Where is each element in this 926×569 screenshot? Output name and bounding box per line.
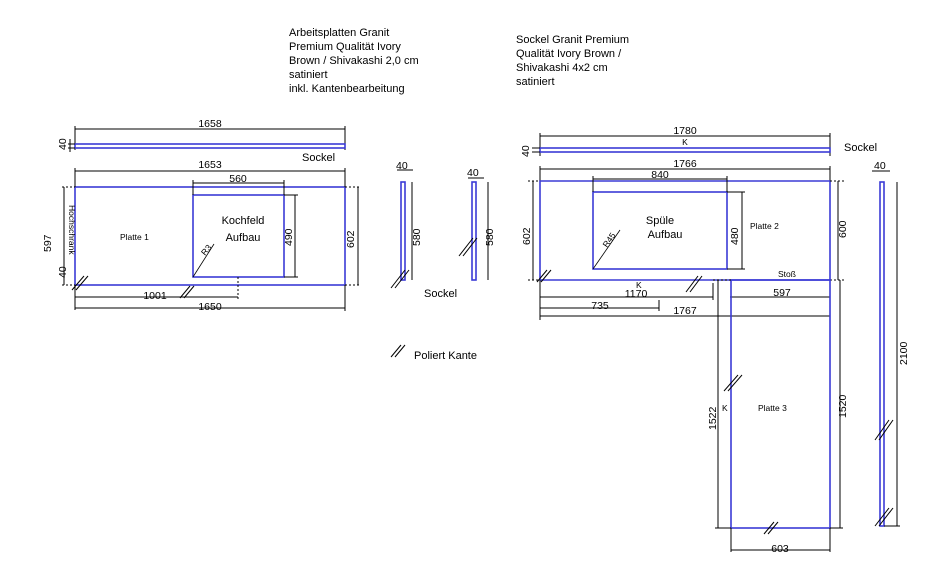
platte-2-outline [539,180,831,281]
right-top-depth: 40 [520,145,532,157]
p3-right: 1520 [837,394,849,418]
plinth-note: Sockel Granit Premium Qualität Ivory Bro… [516,34,629,88]
left-depth: 597 [42,234,54,252]
platte-2-label: Platte 2 [750,221,779,231]
plinth-note-line: satiniert [516,76,555,88]
joint-label: Stoß [778,269,796,279]
cutout-depth: 490 [283,228,295,246]
worktop-note-line: satiniert [289,69,328,81]
spuele-cutout [592,191,728,270]
left-main-length: 1653 [198,159,222,171]
piece-b-width: 40 [467,167,479,179]
piece-b-height: 580 [484,228,496,246]
tall-plinth-piece [879,181,885,527]
bottom-a: 1170 [625,288,648,300]
p3-left: 1522 [707,406,719,430]
platte-3-label: Platte 3 [758,403,787,413]
bottom-c: 735 [591,300,609,312]
polished-edge-legend: Poliert Kante [390,344,477,362]
plinth-note-line: Shivakashi 4x2 cm [516,62,608,74]
right-radius-label: R45 [600,230,617,249]
tall-width: 40 [874,160,886,172]
right-sockel-label: Sockel [844,142,877,154]
plinth-note-line: Sockel Granit Premium [516,34,629,46]
platte-3-outline [730,279,831,529]
worktop-note: Arbeitsplatten Granit Premium Qualität I… [289,27,419,95]
left-top-length: 1658 [198,118,222,130]
cutout-label: Aufbau [226,232,261,244]
right-right-depth: 600 [837,220,849,238]
right-main-length: 1766 [673,158,697,170]
bottom-offset: 1001 [143,290,167,302]
plinth-piece-b [471,181,477,281]
right-cutout-width: 840 [651,169,669,181]
k-top-label: K [682,137,688,147]
cutout-width: 560 [229,173,247,185]
polished-edge-label: Poliert Kante [414,350,477,362]
polished-edge-mark [179,285,195,299]
worktop-note-line: Premium Qualität Ivory [289,41,401,53]
right-plan: 1780 K 40 Sockel 1766 602 600 Platte 2 8… [520,125,910,555]
left-plinth-strip: 1658 40 Sockel [57,118,346,164]
left-small-depth: 40 [57,266,69,278]
polished-edge-mark [71,275,89,291]
k-p3-label: K [722,403,728,413]
k-bottom-label: K [636,280,642,290]
platte-1-outline [74,186,346,286]
worktop-note-line: inkl. Kantenbearbeitung [289,83,405,95]
radius-label: R3 [199,242,214,257]
left-top-depth: 40 [57,138,69,150]
right-plinth-strip [539,147,831,153]
bottom-length: 1650 [198,301,222,313]
right-left-depth: 602 [521,227,533,245]
right-top-length: 1780 [673,125,697,137]
spuele-label: Aufbau [648,229,683,241]
left-right-depth: 602 [345,230,357,248]
bottom-b: 597 [773,287,791,299]
middle-plinth-pieces: 40 580 40 580 Sockel [390,160,496,300]
plinth-piece-a [400,181,406,281]
piece-a-width: 40 [396,160,408,172]
worktop-note-line: Brown / Shivakashi 2,0 cm [289,55,419,67]
platte-1-label: Platte 1 [120,232,149,242]
cutout-label: Kochfeld [222,215,265,227]
plinth-note-line: Qualität Ivory Brown / [516,48,622,60]
middle-sockel-label: Sockel [424,288,457,300]
hochschrank-label: Hochschrank [67,205,77,255]
spuele-label: Spüle [646,215,674,227]
right-cutout-depth: 480 [729,227,741,245]
left-sockel-label: Sockel [302,152,335,164]
bottom-d: 1767 [673,305,697,317]
tall-height: 2100 [898,341,910,365]
p3-bottom: 603 [771,543,789,555]
piece-a-height: 580 [411,228,423,246]
left-plan: 1658 40 Sockel 1653 597 40 Hochschrank 6… [42,118,360,313]
worktop-note-line: Arbeitsplatten Granit [289,27,389,39]
